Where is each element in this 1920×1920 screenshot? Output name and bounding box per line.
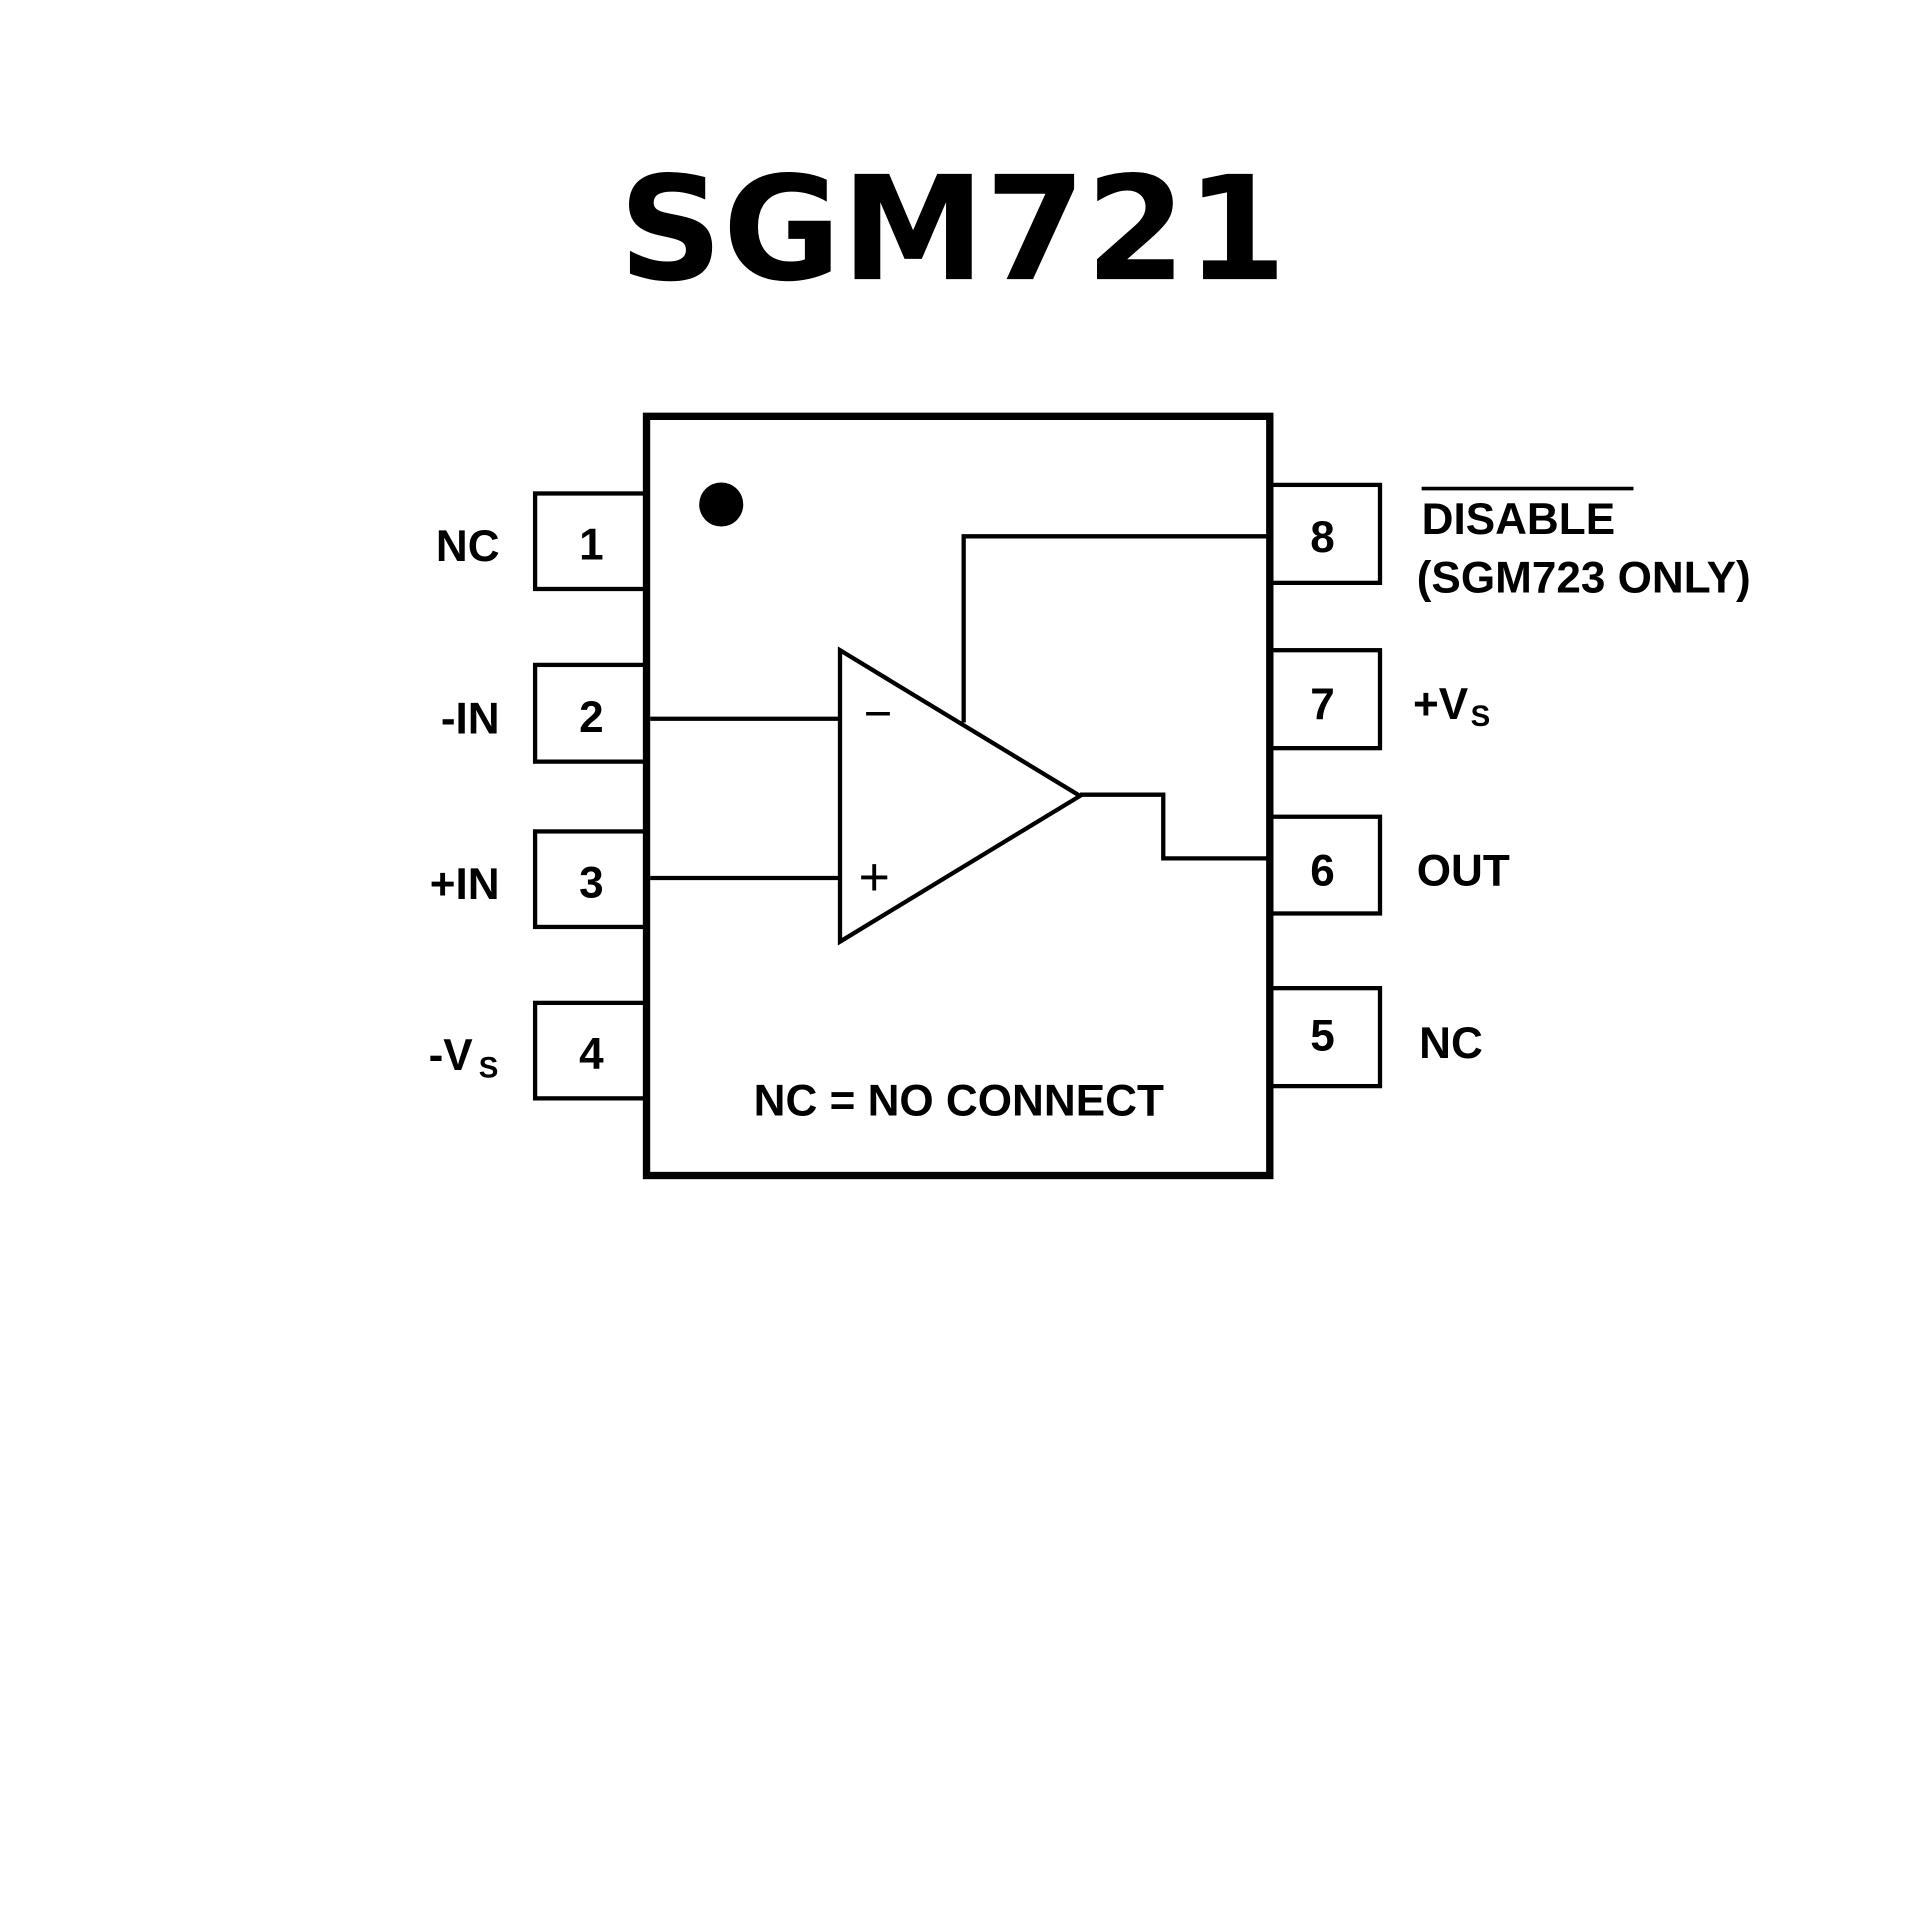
pin1-marker-dot [699,482,744,527]
pin-label: +V [1413,680,1469,729]
nc-legend: NC = NO CONNECT [754,1077,1164,1126]
pin-number: 5 [1310,1012,1335,1061]
pin-number: 3 [579,859,604,908]
pin-3: 3 +IN [430,829,648,930]
opamp-plus: + [859,847,890,907]
pin-number: 7 [1310,680,1335,729]
pin-number: 8 [1310,513,1335,562]
wire-disable [961,534,1269,723]
pin-8: 8 DISABLE (SGM723 ONLY) [1268,482,1751,603]
pin-1: 1 NC [436,491,648,592]
wire-output [1080,792,1269,861]
pin-label: NC [436,522,500,571]
pin-label-subscript: S [479,1052,499,1085]
opamp-triangle-icon [837,646,1085,946]
pin-label: NC [1419,1019,1483,1068]
chip-title: SGM721 [619,146,1287,314]
pin-number: 2 [579,693,604,742]
pin-number: 1 [579,521,604,570]
pin-label: -V [429,1031,474,1080]
pin-number: 6 [1310,846,1335,895]
pin-7: 7 +V S [1268,648,1491,751]
pin-2: 2 -IN [441,662,648,764]
pin-label-note: (SGM723 ONLY) [1417,554,1751,603]
pin-6: 6 OUT [1268,814,1510,916]
pin-4: 4 -V S [429,1000,648,1101]
pin-5: 5 NC [1268,986,1483,1089]
opamp-minus: − [864,687,893,741]
pin-label: -IN [441,694,500,743]
pin-label-subscript: S [1471,700,1491,733]
pin-label: +IN [430,860,500,909]
pin-number: 4 [579,1030,604,1079]
pin-label: OUT [1417,846,1510,895]
pin-label: DISABLE [1422,495,1615,544]
